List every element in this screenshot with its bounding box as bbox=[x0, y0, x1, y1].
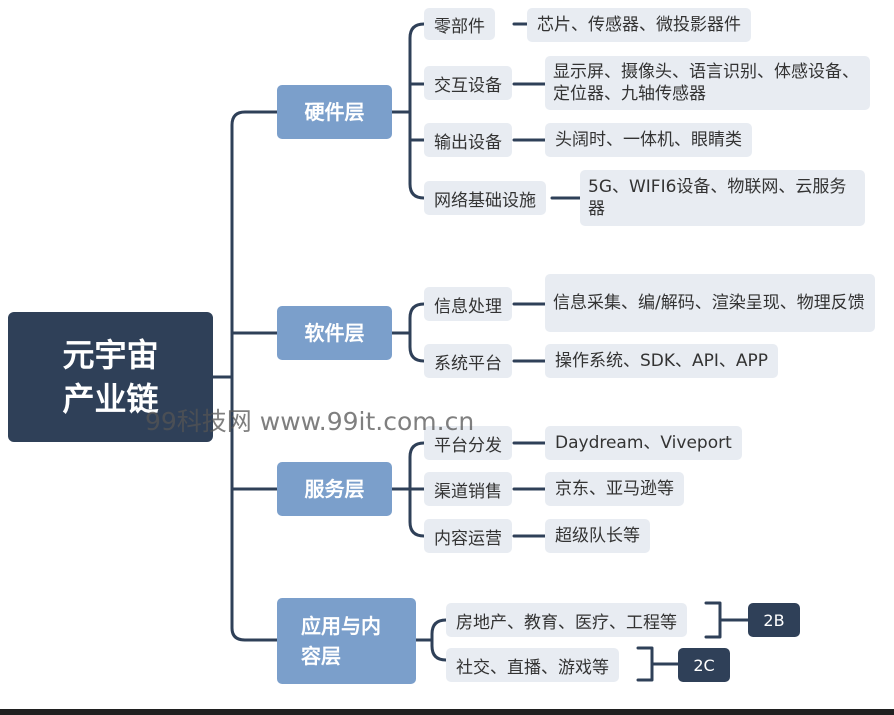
node-label: 内容运营 bbox=[434, 528, 502, 549]
node-2b-industries: 房地产、教育、医疗、工程等 bbox=[446, 603, 687, 637]
leaf-platform-distribution: Daydream、Viveport bbox=[545, 426, 742, 460]
leaf-text: 头阔时、一体机、眼睛类 bbox=[555, 130, 742, 150]
node-label: 零部件 bbox=[434, 16, 485, 37]
leaf-text: 信息采集、编/解码、渲染呈现、物理反馈 bbox=[553, 293, 865, 313]
node-label: 输出设备 bbox=[434, 132, 502, 153]
hardware-leaf-links bbox=[512, 22, 582, 200]
node-label: 系统平台 bbox=[434, 353, 502, 374]
leaf-network-infra: 5G、WIFI6设备、物联网、云服务器 bbox=[580, 170, 865, 226]
node-network-infra: 网络基础设施 bbox=[424, 181, 546, 215]
bottom-bar bbox=[0, 709, 894, 715]
leaf-text: 芯片、传感器、微投影器件 bbox=[537, 15, 741, 35]
node-label: 信息处理 bbox=[434, 296, 502, 317]
tag-2c: 2C bbox=[678, 648, 730, 682]
software-leaf-links bbox=[512, 302, 547, 363]
leaf-text: 超级队长等 bbox=[555, 526, 640, 546]
node-label: 平台分发 bbox=[434, 435, 502, 456]
leaf-content-ops: 超级队长等 bbox=[545, 519, 650, 553]
node-label: 渠道销售 bbox=[434, 481, 502, 502]
bracket-2c bbox=[636, 646, 680, 682]
layer-label: 硬件层 bbox=[304, 100, 365, 124]
software-connector bbox=[390, 302, 426, 363]
node-interaction-devices: 交互设备 bbox=[424, 66, 512, 100]
leaf-system-platform: 操作系统、SDK、API、APP bbox=[545, 344, 779, 378]
hardware-connector bbox=[390, 22, 426, 200]
trunk-connector bbox=[211, 110, 279, 642]
node-system-platform: 系统平台 bbox=[424, 344, 512, 378]
layer-label: 应用与内容层 bbox=[301, 614, 381, 668]
tag-2b: 2B bbox=[748, 603, 800, 637]
leaf-text: Daydream、Viveport bbox=[555, 433, 732, 453]
leaf-components: 芯片、传感器、微投影器件 bbox=[527, 8, 751, 42]
layer-software: 软件层 bbox=[277, 306, 392, 360]
layer-service: 服务层 bbox=[277, 462, 392, 516]
service-connector bbox=[390, 441, 426, 538]
leaf-text: 5G、WIFI6设备、物联网、云服务器 bbox=[588, 177, 847, 219]
node-output-devices: 输出设备 bbox=[424, 123, 512, 157]
tag-label: 2B bbox=[763, 610, 785, 630]
node-label: 社交、直播、游戏等 bbox=[456, 657, 609, 678]
application-connector bbox=[414, 618, 448, 662]
leaf-interaction-devices: 显示屏、摄像头、语言识别、体感设备、定位器、九轴传感器 bbox=[545, 56, 870, 110]
layer-hardware: 硬件层 bbox=[277, 85, 392, 139]
root-node: 元宇宙 产业链 bbox=[8, 312, 213, 442]
leaf-text: 显示屏、摄像头、语言识别、体感设备、定位器、九轴传感器 bbox=[553, 62, 859, 104]
leaf-channel-sales: 京东、亚马逊等 bbox=[545, 472, 684, 506]
layer-application: 应用与内容层 bbox=[277, 598, 416, 684]
node-components: 零部件 bbox=[424, 8, 495, 40]
layer-label: 服务层 bbox=[304, 477, 365, 501]
node-channel-sales: 渠道销售 bbox=[424, 472, 512, 506]
service-leaf-links bbox=[512, 441, 547, 538]
layer-label: 软件层 bbox=[304, 321, 365, 345]
leaf-info-processing: 信息采集、编/解码、渲染呈现、物理反馈 bbox=[545, 274, 875, 332]
root-title-line2: 产业链 bbox=[62, 380, 159, 418]
leaf-text: 操作系统、SDK、API、APP bbox=[555, 351, 769, 371]
node-label: 交互设备 bbox=[434, 75, 502, 96]
watermark: 99科技网 www.99it.com.cn bbox=[145, 407, 475, 436]
node-label: 网络基础设施 bbox=[434, 190, 536, 211]
node-label: 房地产、教育、医疗、工程等 bbox=[456, 612, 677, 633]
tag-label: 2C bbox=[693, 655, 715, 675]
root-title-line1: 元宇宙 bbox=[62, 336, 159, 374]
leaf-output-devices: 头阔时、一体机、眼睛类 bbox=[545, 123, 752, 157]
node-platform-distribution: 平台分发 bbox=[424, 426, 512, 460]
node-info-processing: 信息处理 bbox=[424, 287, 512, 321]
node-2c-industries: 社交、直播、游戏等 bbox=[446, 648, 619, 682]
node-content-ops: 内容运营 bbox=[424, 519, 512, 553]
leaf-text: 京东、亚马逊等 bbox=[555, 479, 674, 499]
bracket-2b bbox=[704, 601, 750, 639]
